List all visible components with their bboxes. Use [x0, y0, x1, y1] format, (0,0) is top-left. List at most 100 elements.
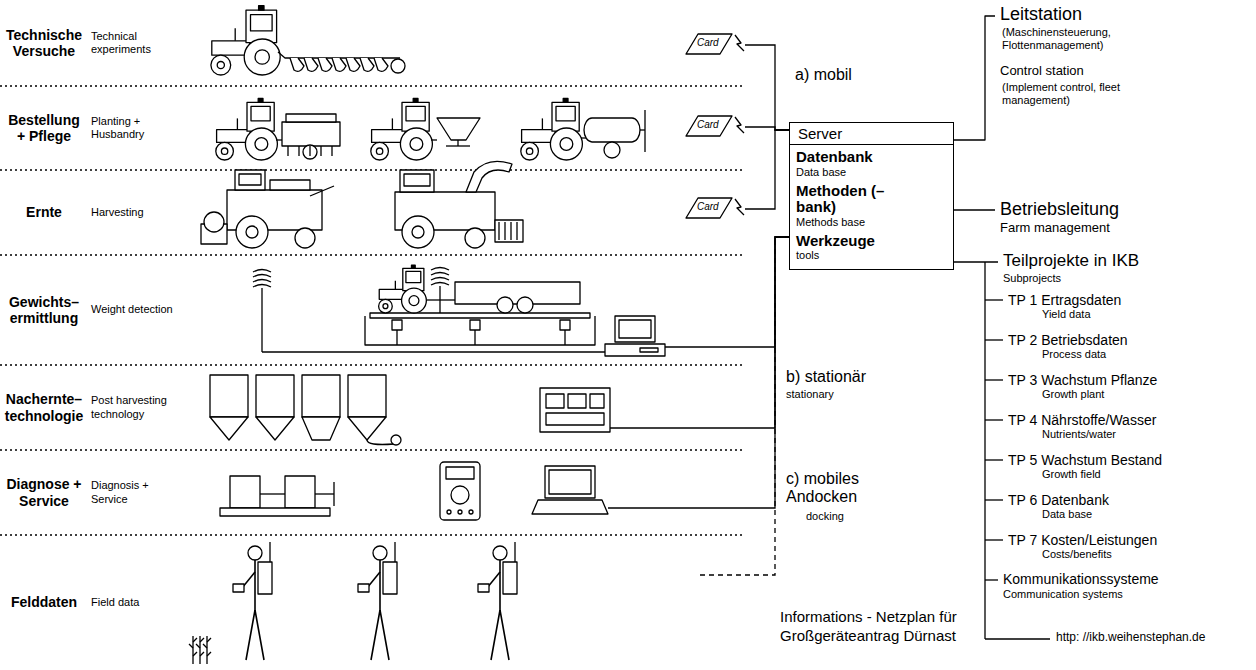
illustration-part: [985, 579, 998, 580]
illustration-part: [470, 320, 480, 330]
connector: [745, 237, 789, 508]
tractor: [216, 98, 278, 160]
target-label: Nutrients/water: [1042, 428, 1116, 441]
illustration-part: [985, 339, 1003, 340]
plough: [278, 52, 405, 73]
illustration-part: [210, 417, 248, 440]
wheel: [447, 510, 451, 514]
memory-card: [686, 198, 744, 218]
row-band: Gewichts– ermittlungWeight detection: [0, 255, 745, 365]
illustration-part: [251, 106, 270, 120]
row-separator: [0, 534, 745, 535]
illustration-part: [556, 106, 575, 120]
tractor: [379, 265, 427, 313]
illustration-part: [287, 146, 288, 156]
illustration-part: [318, 58, 332, 71]
illustration-part: [985, 419, 1003, 420]
wheel: [517, 297, 533, 313]
vice: [220, 476, 334, 516]
illustration-part: [665, 346, 745, 347]
wheel: [604, 142, 620, 158]
illustration-part: [413, 98, 418, 102]
node-text: Harvesting: [91, 206, 175, 219]
illustration-part: [984, 262, 985, 639]
connector: [745, 45, 789, 130]
connector: [745, 130, 789, 209]
target-label: TP 2 Betriebsdaten: [1008, 332, 1128, 348]
tractor: [371, 98, 433, 160]
node-text: Technical experiments: [91, 30, 175, 56]
target-label: Leitstation: [1000, 4, 1082, 25]
illustration-part: [206, 636, 207, 664]
illustration-part: [640, 129, 645, 130]
illustration-part: [235, 170, 265, 190]
illustration-part: [258, 98, 263, 102]
wheel: [373, 546, 387, 560]
illustration-part: [431, 139, 437, 140]
wheel: [402, 288, 427, 313]
wheel: [391, 435, 401, 445]
wheel: [560, 138, 573, 151]
combine-harvester: [201, 170, 334, 248]
wheel: [211, 55, 231, 75]
node-text: Planting + Husbandry: [91, 115, 175, 141]
target-label: (Implement control, fleet management): [1002, 81, 1127, 106]
target-label: TP 6 Datenbank: [1008, 492, 1109, 508]
illustration-part: [686, 34, 732, 54]
illustration-part: [358, 584, 369, 592]
illustration-part: [440, 462, 480, 520]
illustration-part: [233, 584, 244, 592]
illustration-part: [985, 299, 1003, 300]
node-title: Server: [790, 123, 953, 145]
illustration-part: [309, 146, 310, 156]
wheel: [451, 486, 469, 504]
illustration-part: [431, 268, 449, 271]
node-title: Diagnose + Service: [3, 476, 85, 508]
target-label: Data base: [1042, 508, 1092, 521]
wheel: [493, 546, 507, 560]
weighbridge: [262, 313, 610, 352]
illustration-part: [404, 174, 430, 186]
illustration-part: [253, 275, 271, 278]
illustration-part: [203, 638, 211, 656]
row-separator: [0, 254, 745, 255]
row-separator: [0, 85, 745, 86]
connector: [745, 237, 789, 575]
illustration-part: [985, 638, 1050, 639]
illustration-part: [348, 417, 386, 440]
seed-drill: [276, 114, 340, 159]
wheel: [465, 228, 485, 248]
node-text: Weight detection: [91, 303, 175, 316]
wheel: [550, 128, 582, 160]
node-title: Nachernte– technologie: [3, 391, 85, 423]
target-label: Control station: [1000, 64, 1084, 79]
illustration-part: [237, 118, 238, 129]
illustration-part: [504, 222, 505, 240]
row-separator: [0, 449, 745, 450]
node-text: Werkzeuge: [796, 233, 896, 250]
illustration-part: [392, 118, 393, 129]
row-band: Technische VersucheTechnical experiments: [0, 0, 745, 86]
illustration-part: [256, 375, 294, 417]
illustration-part: [532, 500, 608, 514]
illustration-part: [503, 562, 517, 594]
wheel: [255, 138, 268, 151]
row-band: Nachernte– technologiePost harvesting te…: [0, 365, 745, 450]
row-band: FelddatenField data: [0, 535, 745, 670]
target-label: TP 3 Wachstum Pflanze: [1008, 372, 1157, 388]
wheel: [391, 59, 405, 73]
illustration-part: [735, 35, 744, 51]
target-label: TP 7 Kosten/Leistungen: [1008, 532, 1157, 548]
illustration-part: [400, 170, 434, 192]
illustration-part: [262, 351, 610, 352]
illustration-part: [735, 199, 744, 215]
antenna: [431, 268, 449, 314]
node-text: Methods base: [796, 216, 947, 229]
illustration-part: [253, 280, 271, 283]
illustration-part: [608, 507, 745, 508]
laptop: [532, 466, 745, 514]
wheel: [379, 299, 393, 313]
wheel: [204, 212, 224, 232]
illustration-part: [310, 186, 334, 196]
